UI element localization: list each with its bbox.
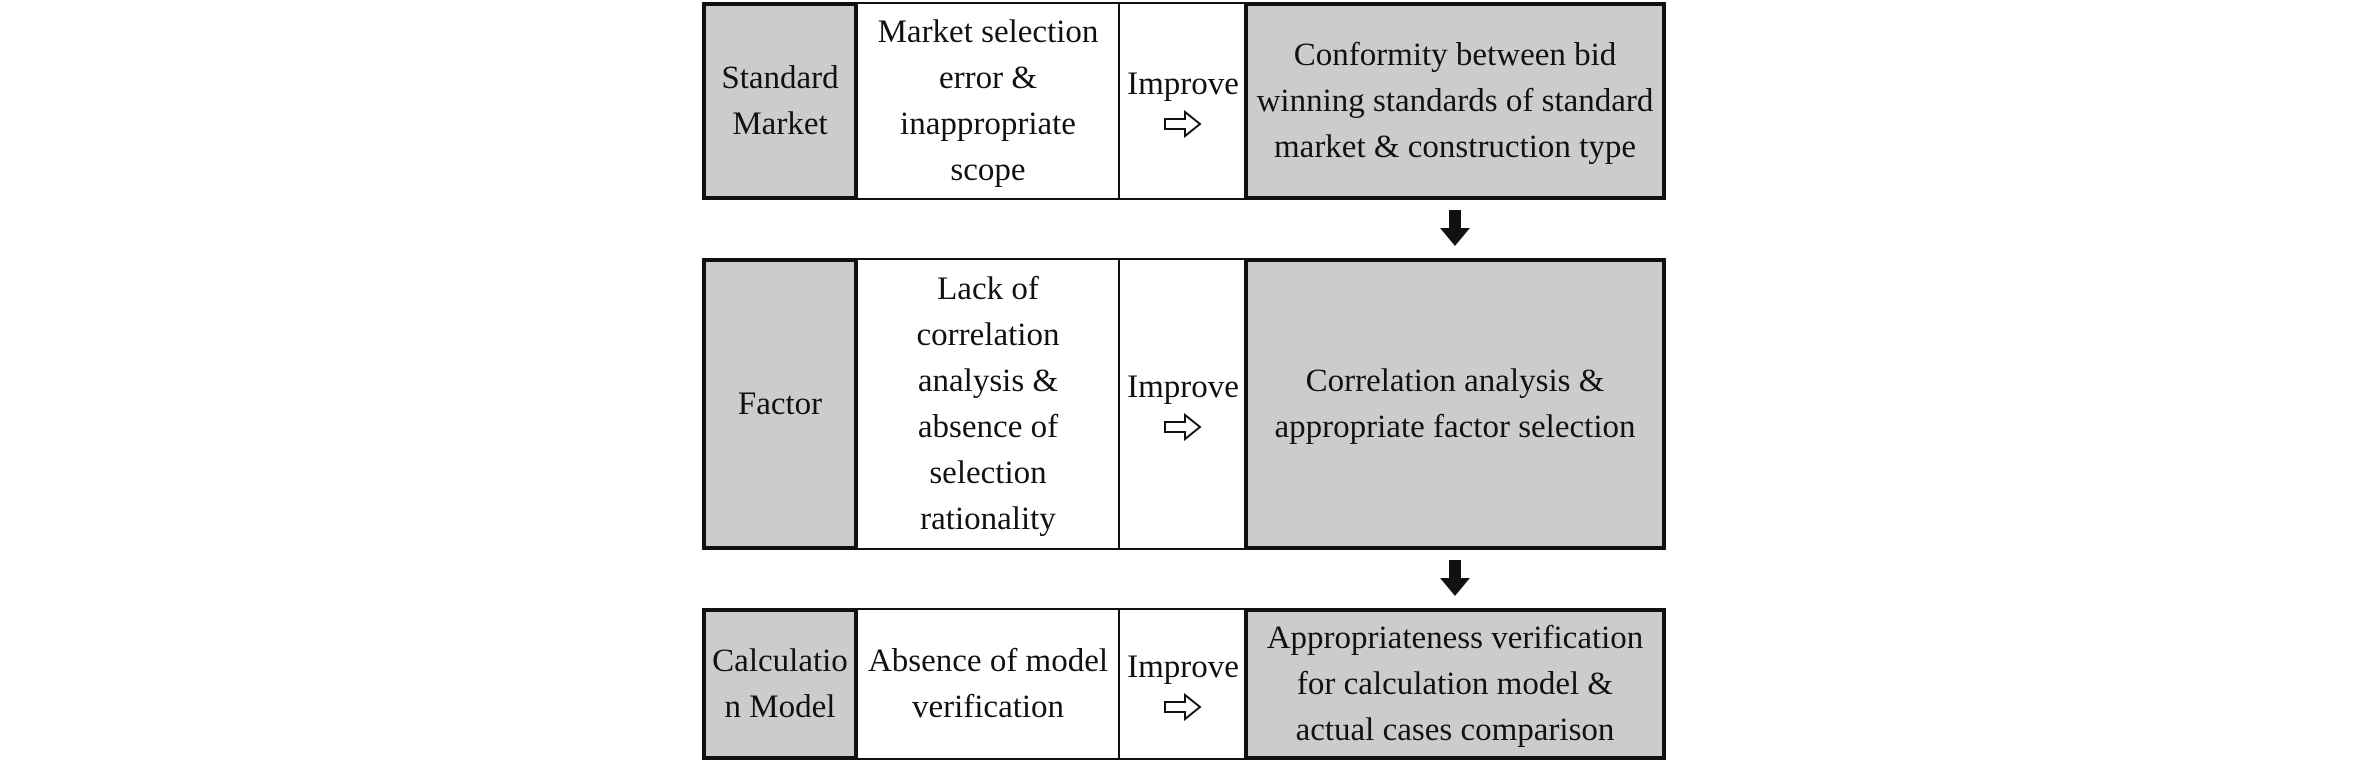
result-text: Conformity between bid winning standards… (1256, 37, 1654, 165)
result-cell: Conformity between bid winning standards… (1244, 2, 1666, 200)
problem-cell: Absence of model verification (858, 608, 1118, 760)
category-cell: Factor (702, 258, 858, 550)
improve-label: Improve (1127, 66, 1239, 102)
factor-row: Factor Lack of correlation analysis & ab… (702, 258, 1666, 550)
result-text: Correlation analysis & appropriate facto… (1274, 363, 1636, 445)
standard-market-row: Standard Market Market selection error &… (702, 2, 1666, 200)
category-label: Calculation Model (712, 643, 848, 725)
hollow-right-arrow-icon (1164, 109, 1202, 139)
category-label: Factor (737, 386, 823, 422)
problem-text: Absence of model verification (867, 643, 1109, 725)
problem-text: Market selection error & inappropriate s… (877, 14, 1099, 188)
category-label: Standard Market (721, 60, 839, 142)
improve-cell: Improve (1118, 2, 1248, 200)
problem-cell: Market selection error & inappropriate s… (858, 2, 1118, 200)
result-text: Appropriateness verification for calcula… (1266, 620, 1644, 748)
bold-down-arrow-icon (1440, 560, 1470, 596)
category-cell: Calculation Model (702, 608, 858, 760)
improve-cell: Improve (1118, 258, 1248, 550)
category-cell: Standard Market (702, 2, 858, 200)
result-cell: Correlation analysis & appropriate facto… (1244, 258, 1666, 550)
improve-cell: Improve (1118, 608, 1248, 760)
improve-label: Improve (1127, 649, 1239, 685)
improve-label: Improve (1127, 369, 1239, 405)
problem-cell: Lack of correlation analysis & absence o… (858, 258, 1118, 550)
calculation-model-row: Calculation Model Absence of model verif… (702, 608, 1666, 760)
hollow-right-arrow-icon (1164, 412, 1202, 442)
hollow-right-arrow-icon (1164, 692, 1202, 722)
bold-down-arrow-icon (1440, 210, 1470, 246)
problem-text: Lack of correlation analysis & absence o… (916, 271, 1060, 537)
result-cell: Appropriateness verification for calcula… (1244, 608, 1666, 760)
